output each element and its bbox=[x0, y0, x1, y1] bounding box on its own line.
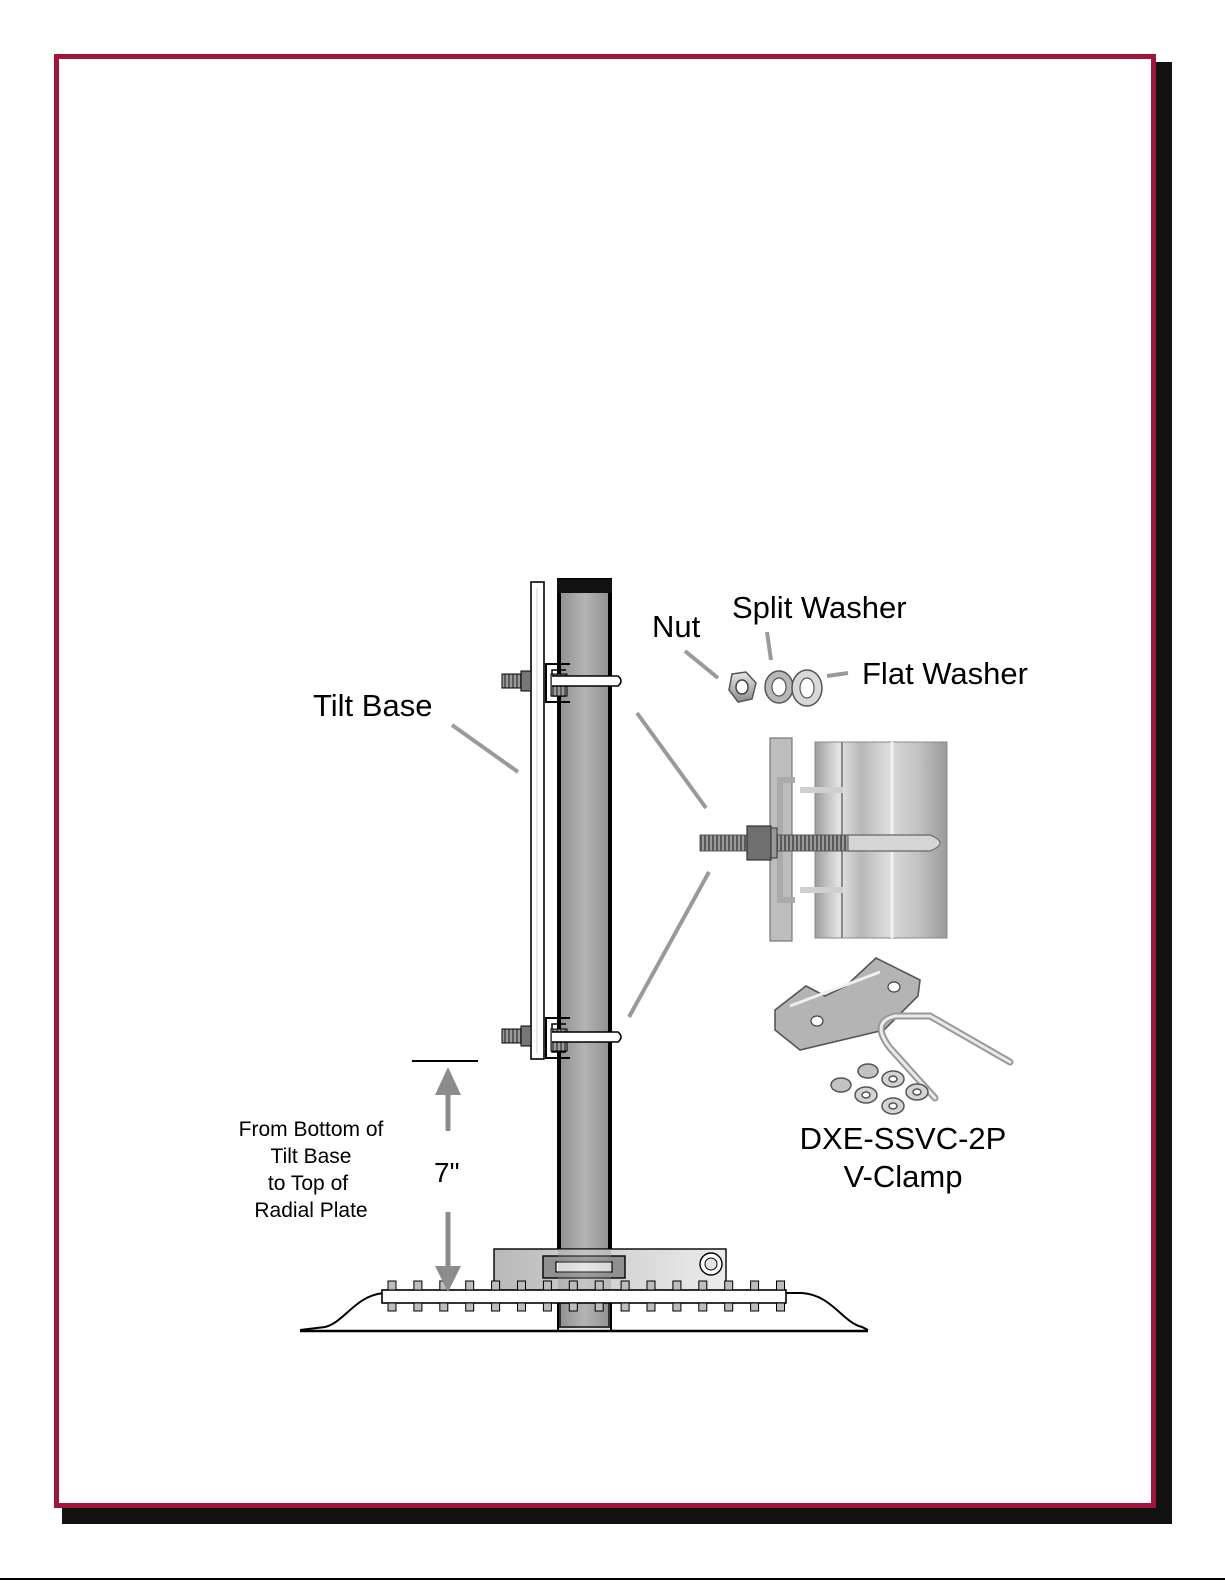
flat-washer-icon bbox=[792, 670, 822, 706]
label-part-number: DXE-SSVC-2P bbox=[800, 1121, 1007, 1156]
label-split-washer: Split Washer bbox=[732, 590, 907, 625]
label-tilt-base: Tilt Base bbox=[313, 688, 432, 723]
label-flat-washer: Flat Washer bbox=[862, 656, 1028, 691]
dimension-arrow-up bbox=[435, 1067, 461, 1095]
page-bottom-rule bbox=[0, 1578, 1225, 1580]
leader-detail-lower bbox=[629, 872, 709, 1017]
leader-nut bbox=[685, 651, 718, 678]
nut-icon bbox=[729, 672, 756, 702]
dimension-note: From Bottom of Tilt Base to Top of Radia… bbox=[239, 1118, 384, 1222]
hardware-stack bbox=[729, 670, 822, 706]
dimension-arrow-down bbox=[435, 1266, 461, 1292]
clamp-detail bbox=[700, 738, 947, 941]
leader-split-washer bbox=[767, 632, 771, 660]
leader-detail-upper bbox=[637, 713, 706, 808]
dimension-note-line: Tilt Base bbox=[271, 1145, 352, 1168]
label-nut: Nut bbox=[652, 609, 701, 644]
v-clamp-kit-illustration bbox=[775, 958, 1010, 1114]
dimension-note-line: From Bottom of bbox=[239, 1118, 384, 1141]
label-dimension-value: 7" bbox=[434, 1157, 460, 1188]
label-part-name: V-Clamp bbox=[844, 1159, 963, 1194]
leader-tilt-base bbox=[452, 725, 518, 772]
dimension-note-line: Radial Plate bbox=[254, 1199, 367, 1222]
tilt-base bbox=[531, 582, 544, 1059]
split-washer-icon bbox=[765, 671, 793, 703]
dimension-note-line: to Top of bbox=[268, 1172, 348, 1195]
leader-flat-washer bbox=[827, 673, 848, 676]
